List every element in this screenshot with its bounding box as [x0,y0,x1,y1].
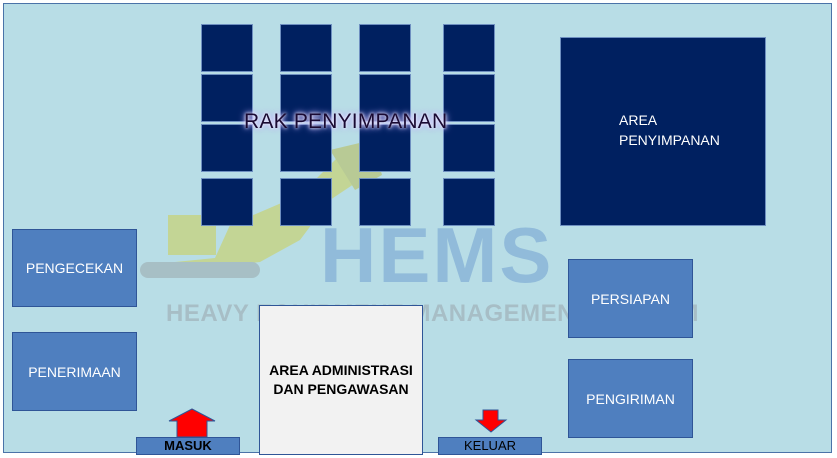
storage-rack [280,178,332,226]
admin-area-label-line2: DAN PENGAWASAN [273,381,409,397]
storage-rack [443,124,495,172]
storage-area: AREA PENYIMPANAN [560,37,766,226]
preparation-area: PERSIAPAN [568,259,693,338]
checking-area-label: PENGECEKAN [25,260,124,276]
storage-rack [280,74,332,122]
storage-rack [359,178,411,226]
preparation-area-label: PERSIAPAN [590,290,671,307]
shipping-area-label: PENGIRIMAN [586,390,675,407]
storage-rack [443,24,495,72]
storage-rack [201,178,253,226]
exit-gate-label: KELUAR [463,438,517,453]
storage-rack [201,74,253,122]
checking-area: PENGECEKAN [12,229,137,307]
receiving-area-label: PENERIMAAN [28,363,121,380]
storage-area-label-line1: AREA [619,112,658,128]
storage-rack [359,124,411,172]
admin-area-label-line1: AREA ADMINISTRASI [269,362,413,379]
rack-area-title: RAK PENYIMPANAN [244,110,448,133]
storage-area-label-line2: PENYIMPANAN [619,132,720,148]
storage-rack [443,74,495,122]
storage-rack [201,24,253,72]
exit-gate: KELUAR [438,437,542,455]
storage-rack [443,178,495,226]
shipping-area: PENGIRIMAN [568,359,693,438]
admin-area: AREA ADMINISTRASI DAN PENGAWASAN [259,305,423,455]
storage-rack [280,24,332,72]
storage-rack [359,74,411,122]
receiving-area: PENERIMAAN [12,332,137,411]
storage-rack [359,24,411,72]
storage-rack [201,124,253,172]
storage-rack [280,124,332,172]
svg-text:HEMS: HEMS [320,211,553,299]
entry-gate-label: MASUK [164,438,212,453]
entry-gate: MASUK [136,437,240,455]
